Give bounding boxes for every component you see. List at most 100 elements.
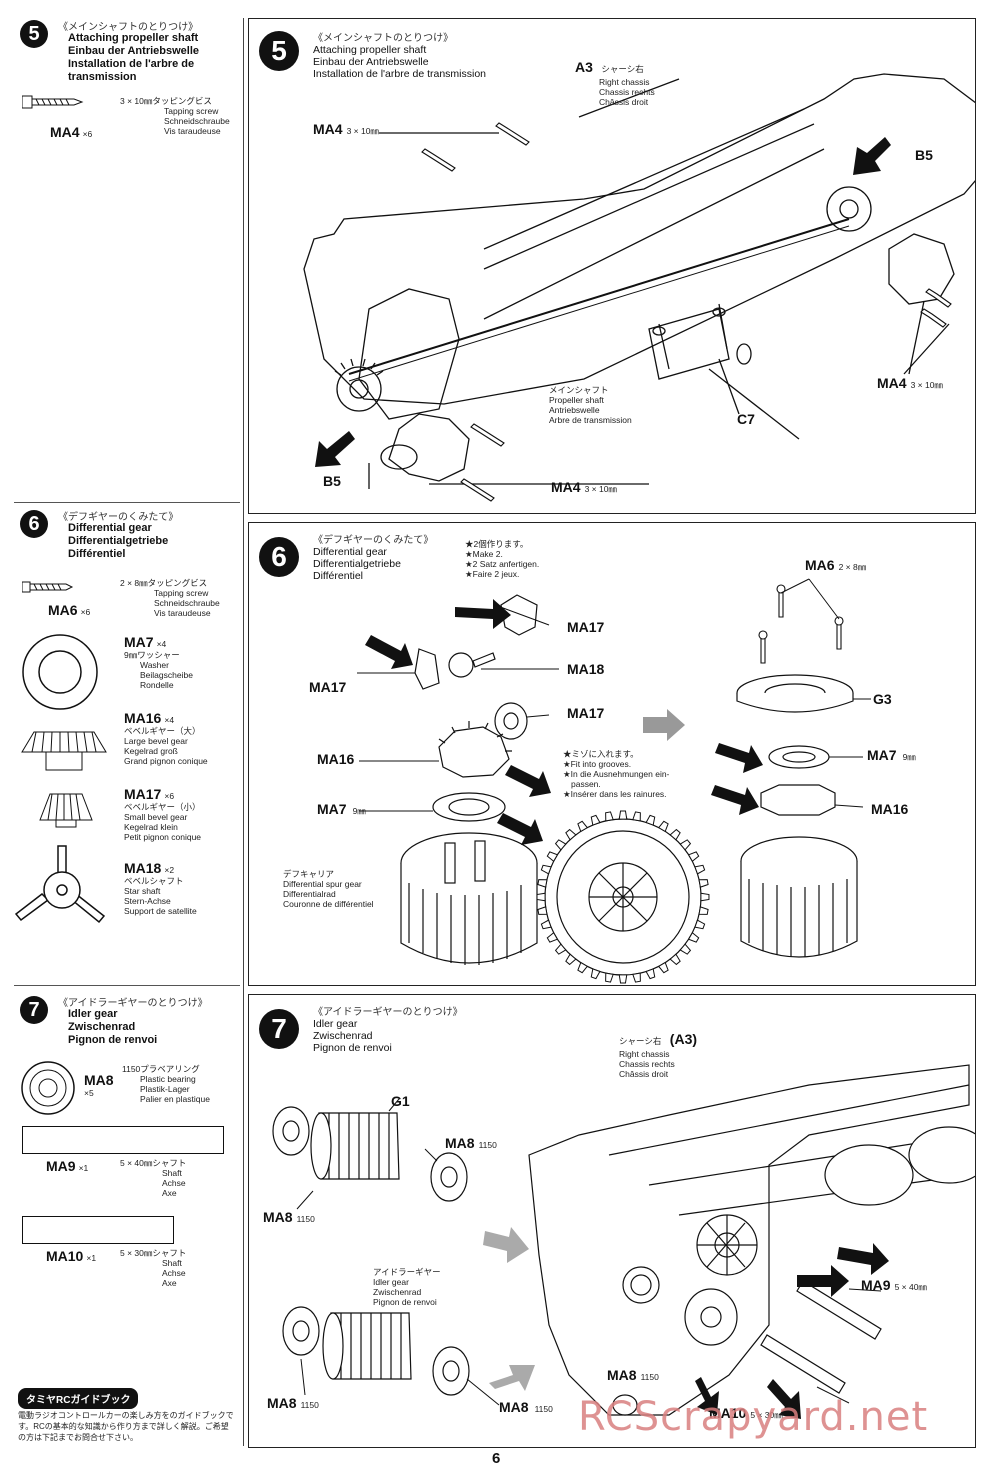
step7-panel-number: 7: [271, 1013, 287, 1044]
step6-title-en: Differential gear: [68, 522, 152, 534]
ma8-de: Plastik-Lager: [140, 1084, 190, 1094]
ma8-size: 1150プラベアリング: [122, 1064, 200, 1074]
ma17-fr: Petit pignon conique: [124, 832, 202, 842]
step7-jp-title: 《アイドラーギヤーのとりつけ》: [58, 998, 208, 1009]
step5-number-badge: 5: [20, 20, 48, 48]
spur-gear-tooth: [577, 820, 589, 833]
page-number: 6: [492, 1450, 501, 1467]
grooves-jp: ★ミゾに入れます。: [563, 749, 639, 759]
spur-gear-tooth: [590, 968, 601, 980]
grooves-fr: ★Insérer dans les rainures.: [563, 789, 667, 799]
shaft-fr: Arbre de transmission: [549, 415, 632, 425]
step7-title-fr: Pignon de renvoi: [68, 1034, 158, 1046]
step7-panel: 7 《アイドラーギヤーのとりつけ》 Idler gear Zwischenrad…: [248, 994, 976, 1448]
ma16-right-label: MA16: [871, 801, 909, 817]
chassis-en: Right chassis: [619, 1049, 670, 1059]
spur-gear-tooth: [657, 961, 669, 974]
ma8-d-code: MA8: [499, 1399, 529, 1415]
ma4-right-code: MA4: [877, 375, 907, 391]
spur-gear-tooth: [632, 811, 641, 822]
ma17-left-label: MA17: [309, 679, 347, 695]
spur-gear-tooth: [700, 892, 710, 902]
ma16-de: Kegelrad groß: [124, 746, 178, 756]
chassis-de: Chassis rechts: [619, 1059, 675, 1069]
step5-panel-fr: Installation de l'arbre de transmission: [313, 68, 487, 80]
step6-number: 6: [28, 512, 40, 535]
make2-jp: ★2個作ります。: [465, 539, 529, 549]
spur-gear-tooth: [605, 972, 614, 983]
step6-diagram: [357, 578, 871, 984]
spur-gear-tooth: [537, 879, 548, 888]
spur-gear-tooth: [536, 892, 546, 902]
chassis-jp: シャーシ右: [619, 1036, 662, 1046]
step5-panel-number-badge: 5: [259, 31, 299, 71]
ma8-d-label: MA8 1150: [499, 1399, 553, 1417]
ma9-diag-code: MA9: [861, 1277, 891, 1293]
ma10-fr: Axe: [162, 1278, 177, 1288]
screw-icon-ma4: [22, 94, 84, 110]
step7-panel-number-badge: 7: [259, 1009, 299, 1049]
ma7-qty: ×4: [156, 639, 167, 649]
ma9-de: Achse: [162, 1178, 186, 1188]
spur-gear-tooth: [540, 919, 552, 930]
c7-label: C7: [737, 411, 755, 427]
left-divider-1: [14, 502, 240, 503]
ma10-qty: ×1: [86, 1253, 97, 1263]
step7-panel-de: Zwischenrad: [313, 1030, 373, 1042]
ma8-c-code: MA8: [267, 1395, 297, 1411]
ma7-size: 9㎜ワッシャー: [124, 650, 180, 660]
spur-gear-tooth: [546, 931, 559, 943]
ma18-fr: Support de satellite: [124, 906, 197, 916]
ma6-part-code: MA6×6: [48, 602, 90, 618]
ma6-fr: Vis taraudeuse: [154, 608, 211, 618]
step7-title-en: Idler gear: [68, 1008, 118, 1020]
g1-label: G1: [391, 1093, 410, 1109]
ma16-code: MA16: [124, 710, 162, 726]
shaft-icon-ma10: [22, 1216, 174, 1244]
b5-left-label: B5: [323, 473, 341, 489]
ma8-en: Plastic bearing: [140, 1074, 196, 1084]
spur-gear-tooth: [546, 851, 559, 863]
ma16-size: ベベルギヤー（大）: [124, 726, 201, 736]
step6-panel-de: Differentialgetriebe: [313, 558, 401, 570]
spur-gear-tooth: [537, 906, 548, 915]
ma7-fr: Rondelle: [140, 680, 174, 690]
chassis-code: (A3): [669, 1031, 698, 1047]
shaft-label: メインシャフト Propeller shaft Antriebswelle Ar…: [549, 385, 632, 425]
ma8-d-size: 1150: [534, 1404, 553, 1414]
step6-panel-jp: 《デフギヤーのくみたて》: [313, 535, 434, 546]
ma10-size: 5 × 30㎜シャフト: [120, 1248, 187, 1258]
ma17-a-label: MA17: [567, 619, 605, 635]
ma8-part-code: MA8×5: [84, 1072, 114, 1098]
ma4-de: Schneidschraube: [164, 116, 230, 126]
ma16-qty: ×4: [164, 715, 175, 725]
spur-gear-tooth: [618, 974, 628, 984]
ma4-bottom-code: MA4: [551, 479, 581, 495]
a3-fr: Châssis droit: [599, 97, 649, 107]
ma16-fr: Grand pignon conique: [124, 756, 208, 766]
grooves-en: ★Fit into grooves.: [563, 759, 632, 769]
grooves-de2: passen.: [571, 779, 601, 789]
step7-panel-en: Idler gear: [313, 1018, 358, 1030]
ma4-top-code: MA4: [313, 121, 343, 137]
step5-number: 5: [28, 22, 40, 45]
ma10-diag-code: MA10: [709, 1405, 747, 1421]
a3-en: Right chassis: [599, 77, 650, 87]
spur-gear-tooth: [694, 864, 706, 875]
step6-panel-en: Differential gear: [313, 546, 387, 558]
ma6-diag-code: MA6: [805, 557, 835, 573]
guidebook-text: 電動ラジオコントロールカーの楽しみ方をのガイドブックです。RCの基本的な知識から…: [18, 1411, 234, 1442]
ma10-part-code: MA10×1: [46, 1248, 96, 1264]
ma6-en: Tapping screw: [154, 588, 209, 598]
carrier-label: デフキャリア Differential spur gear Differenti…: [283, 869, 374, 909]
ma7-en: Washer: [140, 660, 169, 670]
spur-gear-tooth: [554, 943, 567, 955]
ma16-part-desc: MA16×4 ベベルギヤー（大） Large bevel gear Kegelr…: [124, 710, 208, 766]
make2-fr: ★Faire 2 jeux.: [465, 569, 520, 579]
ma7-de: Beilagscheibe: [140, 670, 193, 680]
